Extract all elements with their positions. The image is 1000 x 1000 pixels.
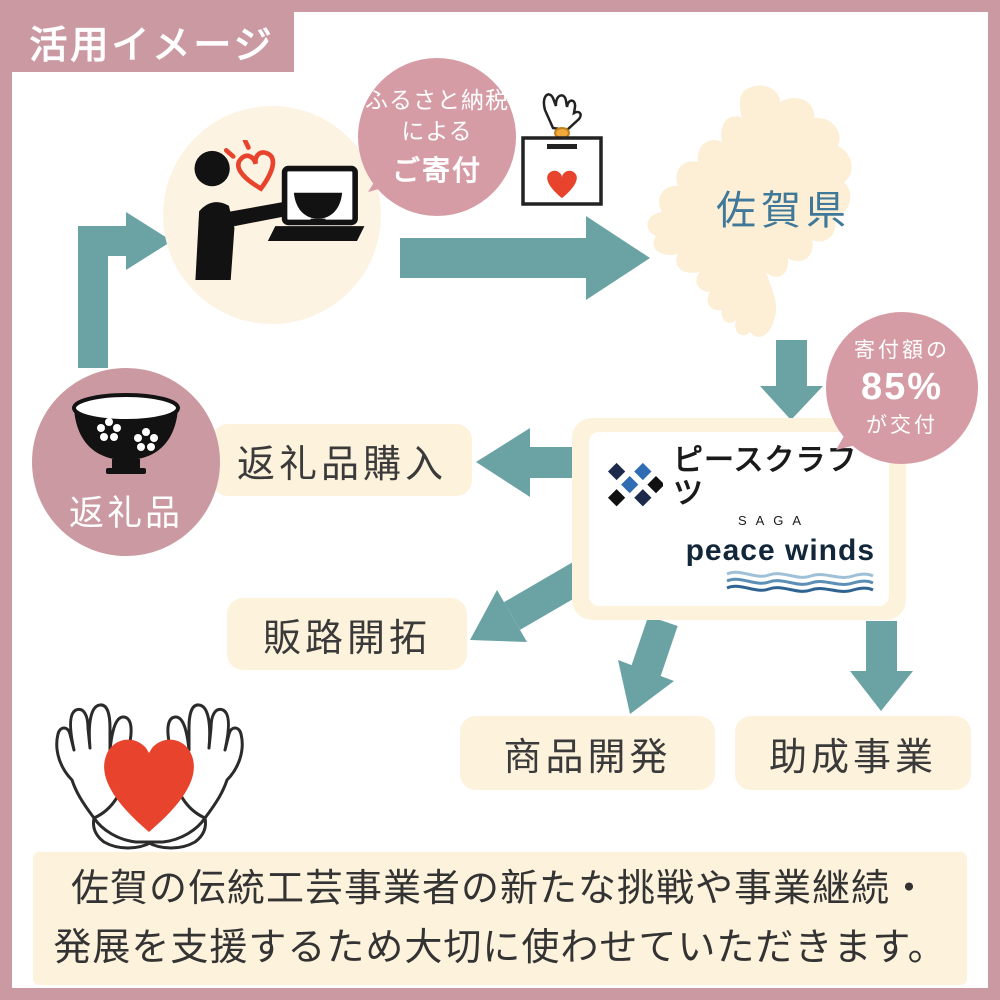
heart-doodle-icon (223, 140, 275, 192)
rice-bowl-icon (71, 393, 180, 474)
arrow-person-to-saga (400, 216, 650, 300)
peace-crafts-panel-inner: ピースクラフツ SAGA peace winds (589, 432, 889, 606)
return-gift-label: 返礼品 (68, 494, 183, 533)
donation-bubble-line2: による (401, 118, 473, 144)
donation-box-icon (521, 93, 603, 206)
arrow-org-to-grant-program (850, 621, 913, 711)
return-gift-circle: 返礼品 (32, 368, 220, 556)
node-product-development: 商品開発 (460, 716, 715, 790)
page-title: 活用イメージ (10, 10, 294, 72)
grant-bubble-line1: 寄付額の (854, 338, 950, 362)
arrow-org-to-product-dev (618, 616, 678, 714)
donation-bubble: ふるさと納税 による ご寄付 (358, 58, 516, 216)
grant-bubble-percentage: 85% (860, 366, 944, 409)
prefecture-label: 佐賀県 (716, 189, 851, 233)
peace-crafts-diamond-icon (607, 462, 663, 507)
hands-holding-heart-icon (55, 703, 244, 850)
node-sales-channel: 販路開拓 (227, 598, 467, 670)
grant-bubble-line3: が交付 (866, 413, 938, 437)
node-return-gift-purchase: 返礼品購入 (212, 424, 472, 496)
arrow-saga-to-org (760, 340, 823, 420)
donation-bubble-line1: ふるさと納税 (365, 86, 509, 113)
peace-crafts-logo-text: ピースクラフツ (673, 444, 858, 510)
saga-map-shape (647, 85, 852, 337)
footer-line-1: 佐賀の伝統工芸事業者の新たな挑戦や事業継続・ (70, 867, 929, 910)
node-grant-program: 助成事業 (735, 716, 971, 790)
donation-bubble-line3: ご寄付 (391, 155, 482, 187)
arrow-org-to-purchase (476, 428, 580, 497)
peace-winds-logo-text: peace winds (685, 534, 875, 567)
footer-note: 佐賀の伝統工芸事業者の新たな挑戦や事業継続・ 発展を支援するため大切に使わせてい… (33, 852, 967, 985)
page-title-text: 活用イメージ (29, 24, 275, 67)
footer-line-2: 発展を支援するため大切に使わせていただきます。 (53, 926, 947, 969)
peace-crafts-panel: ピースクラフツ SAGA peace winds (572, 418, 906, 620)
grant-bubble: 寄付額の 85% が交付 (826, 312, 978, 464)
peace-crafts-logo-subtext: SAGA (737, 513, 811, 528)
person-at-laptop-icon (194, 140, 364, 280)
donor-circle (163, 106, 381, 324)
peace-winds-wave-icon (726, 570, 874, 593)
arrow-gift-to-person (78, 212, 172, 368)
